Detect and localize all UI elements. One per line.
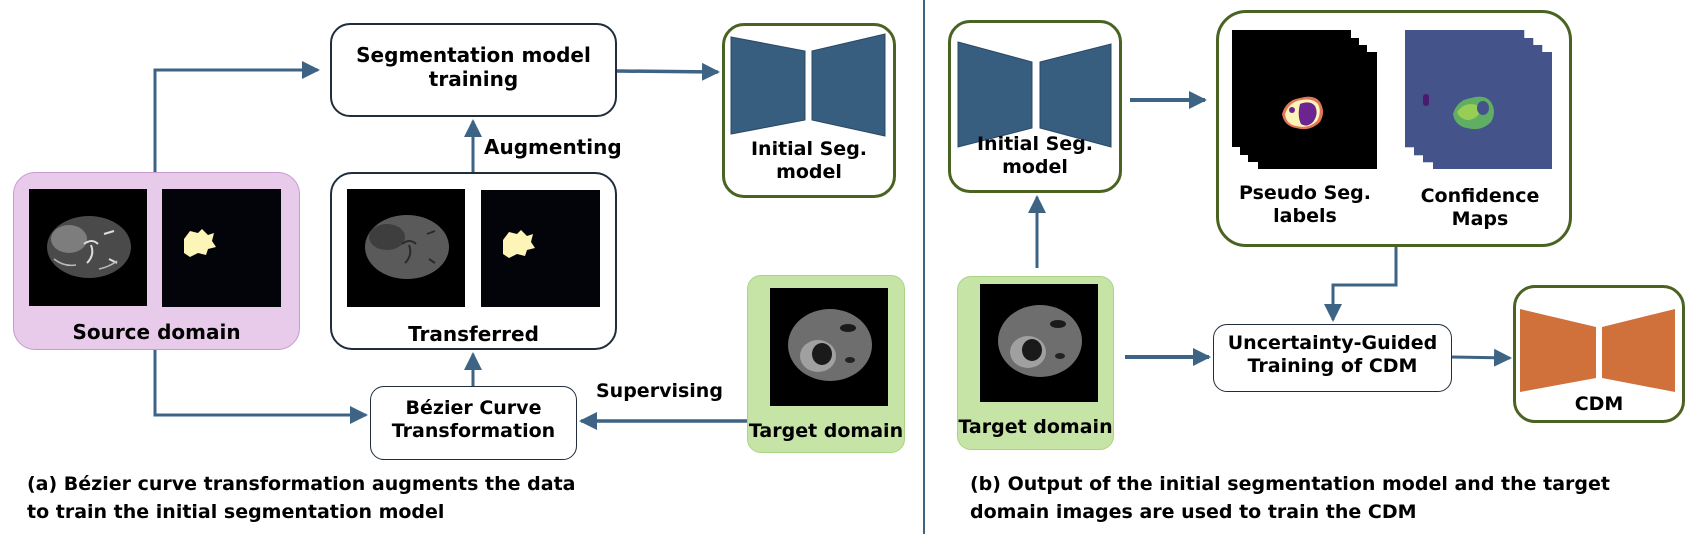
- arrow-training-to-initial-model: [616, 62, 720, 81]
- initial-seg-model-network-icon-a: [730, 33, 886, 137]
- initial-seg-model-line2-a: model: [776, 161, 842, 184]
- target-mri-image-b: [980, 284, 1098, 402]
- caption-b-line1: (b) Output of the initial segmentation m…: [970, 473, 1610, 495]
- segmentation-training-line2: training: [428, 67, 519, 92]
- caption-b: (b) Output of the initial segmentation m…: [970, 470, 1610, 526]
- segmentation-training-label: Segmentation model training: [330, 43, 617, 92]
- initial-seg-model-line1-b: Initial Seg.: [976, 133, 1094, 155]
- encoder-shape: [957, 41, 1033, 148]
- transferred-label: Transferred: [408, 322, 539, 346]
- confidence-maps-stack: [1405, 30, 1552, 170]
- cdm-label: CDM: [1574, 393, 1624, 415]
- cdm-network-icon: [1520, 309, 1675, 392]
- bezier-line2: Transformation: [391, 420, 556, 443]
- source-domain-label: Source domain: [72, 320, 241, 344]
- caption-a: (a) Bézier curve transformation augments…: [27, 470, 575, 526]
- arrow-uncertainty-to-cdm: [1451, 348, 1512, 367]
- initial-seg-model-network-icon-b: [957, 41, 1112, 148]
- augmenting-label: Augmenting: [484, 135, 622, 159]
- cdm-decoder-shape: [1602, 309, 1675, 392]
- segmentation-training-box: [330, 23, 617, 117]
- confidence-maps-line2: Maps: [1451, 208, 1509, 231]
- source-mri-image: [29, 189, 147, 306]
- bezier-transformation-label: Bézier Curve Transformation: [370, 397, 577, 443]
- transferred-mask-image: [481, 190, 600, 307]
- bezier-transformation-box: [370, 386, 577, 460]
- initial-seg-model-line2-b: model: [1002, 156, 1068, 179]
- pseudo-label-layer: [1258, 52, 1377, 169]
- segmentation-training-line1: Segmentation model: [356, 43, 591, 67]
- uncertainty-training-box: [1213, 324, 1452, 392]
- pseudo-labels-stack: [1232, 30, 1378, 170]
- transferred-mri-image: [347, 189, 465, 307]
- initial-seg-model-line1-a: Initial Seg.: [750, 138, 868, 160]
- arrow-outputs-to-uncertainty: [1324, 247, 1398, 322]
- cdm-encoder-shape: [1520, 309, 1596, 392]
- decoder-shape: [1039, 43, 1112, 148]
- source-mask-image: [162, 189, 281, 307]
- confidence-maps-label: Confidence Maps: [1400, 185, 1560, 231]
- pseudo-labels-line2: labels: [1273, 205, 1337, 228]
- confidence-map-layer: [1433, 52, 1552, 169]
- uncertainty-training-line1: Uncertainty-Guided: [1227, 332, 1438, 354]
- uncertainty-training-label: Uncertainty-Guided Training of CDM: [1213, 332, 1452, 378]
- confidence-map-purple-spot: [1423, 94, 1429, 106]
- confidence-maps-line1: Confidence: [1420, 185, 1540, 207]
- caption-a-line1: (a) Bézier curve transformation augments…: [27, 473, 576, 495]
- uncertainty-training-line2: Training of CDM: [1247, 355, 1418, 378]
- target-mri-image-a: [770, 288, 888, 406]
- target-domain-label-b: Target domain: [958, 416, 1113, 438]
- caption-a-line2: to train the initial segmentation model: [27, 501, 445, 523]
- pseudo-labels-line1: Pseudo Seg.: [1239, 182, 1371, 204]
- supervising-label: Supervising: [596, 380, 723, 402]
- initial-seg-model-label-b: Initial Seg. model: [948, 133, 1122, 179]
- arrow-source-to-bezier: [153, 350, 368, 424]
- target-domain-label-a: Target domain: [748, 420, 904, 442]
- pseudo-labels-label: Pseudo Seg. labels: [1222, 182, 1388, 228]
- bezier-line1: Bézier Curve: [405, 397, 542, 419]
- decoder-shape: [811, 33, 886, 137]
- caption-b-line2: domain images are used to train the CDM: [970, 501, 1417, 523]
- encoder-shape: [730, 36, 806, 135]
- arrow-source-to-training: [153, 61, 320, 172]
- initial-seg-model-label-a: Initial Seg. model: [722, 138, 896, 184]
